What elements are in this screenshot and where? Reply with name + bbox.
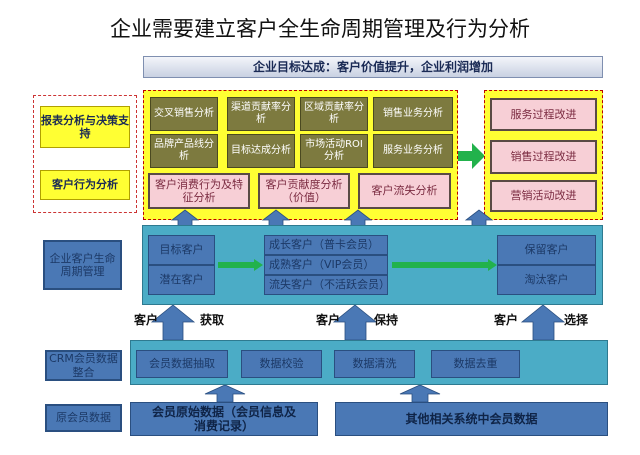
goal-banner: 企业目标达成：客户价值提升，企业利润增加 <box>143 56 603 78</box>
behavior-cell: 客户消费行为及特征分析 <box>148 173 250 209</box>
label-lifecycle: 企业客户生命周期管理 <box>43 240 122 290</box>
green-arrow-icon <box>392 259 497 271</box>
analysis-cell: 市场活动ROI分析 <box>300 134 368 168</box>
analysis-cell: 目标达成分析 <box>227 134 295 168</box>
analysis-cell: 渠道贡献率分析 <box>227 97 295 131</box>
green-arrow-icon <box>458 143 485 169</box>
improvement-cell: 服务过程改进 <box>490 98 597 131</box>
crm-step: 数据校验 <box>241 350 322 378</box>
lifecycle-cell: 目标客户 <box>148 235 215 265</box>
crm-step: 数据清洗 <box>334 350 415 378</box>
analysis-cell: 区域贡献率分析 <box>300 97 368 131</box>
behavior-cell: 客户流失分析 <box>358 173 451 209</box>
improvement-cell: 营销活动改进 <box>490 180 597 212</box>
lifecycle-cell: 淘汰客户 <box>497 265 596 295</box>
flow-label: 保持 <box>373 312 398 327</box>
lifecycle-cell: 保留客户 <box>497 235 596 265</box>
analysis-cell: 服务业务分析 <box>373 134 453 168</box>
flow-label: 客户 <box>493 312 518 327</box>
analysis-cell: 销售业务分析 <box>373 97 453 131</box>
label-raw: 原会员数据 <box>45 404 122 432</box>
green-arrow-icon <box>218 259 263 271</box>
crm-step: 数据去重 <box>431 350 520 378</box>
lifecycle-cell: 潜在客户 <box>148 265 215 295</box>
flow-label: 客户 <box>315 312 340 327</box>
improvement-cell: 销售过程改进 <box>490 140 597 174</box>
lifecycle-cell: 成长客户（普卡会员） <box>264 235 388 255</box>
flow-label: 客户 <box>133 312 158 327</box>
analysis-cell: 品牌产品线分析 <box>150 134 218 168</box>
lifecycle-cell: 成熟客户（VIP会员） <box>264 255 388 275</box>
behavior-cell: 客户贡献度分析（价值） <box>258 173 350 209</box>
crm-step: 会员数据抽取 <box>136 350 228 378</box>
lifecycle-cell: 流失客户（不活跃会员） <box>264 275 390 295</box>
source-other-systems: 其他相关系统中会员数据 <box>335 402 608 436</box>
left-dotted-group <box>33 95 137 213</box>
analysis-cell: 交叉销售分析 <box>150 97 218 131</box>
source-member-raw: 会员原始数据（会员信息及消费记录） <box>130 402 318 436</box>
page-title: 企业需要建立客户全生命周期管理及行为分析 <box>110 17 530 42</box>
flow-label: 获取 <box>199 312 224 327</box>
flow-label: 选择 <box>563 312 588 327</box>
label-report: 报表分析与决策支持 <box>40 106 130 148</box>
label-behavior: 客户行为分析 <box>40 170 130 200</box>
label-crm: CRM会员数据整合 <box>45 350 122 381</box>
